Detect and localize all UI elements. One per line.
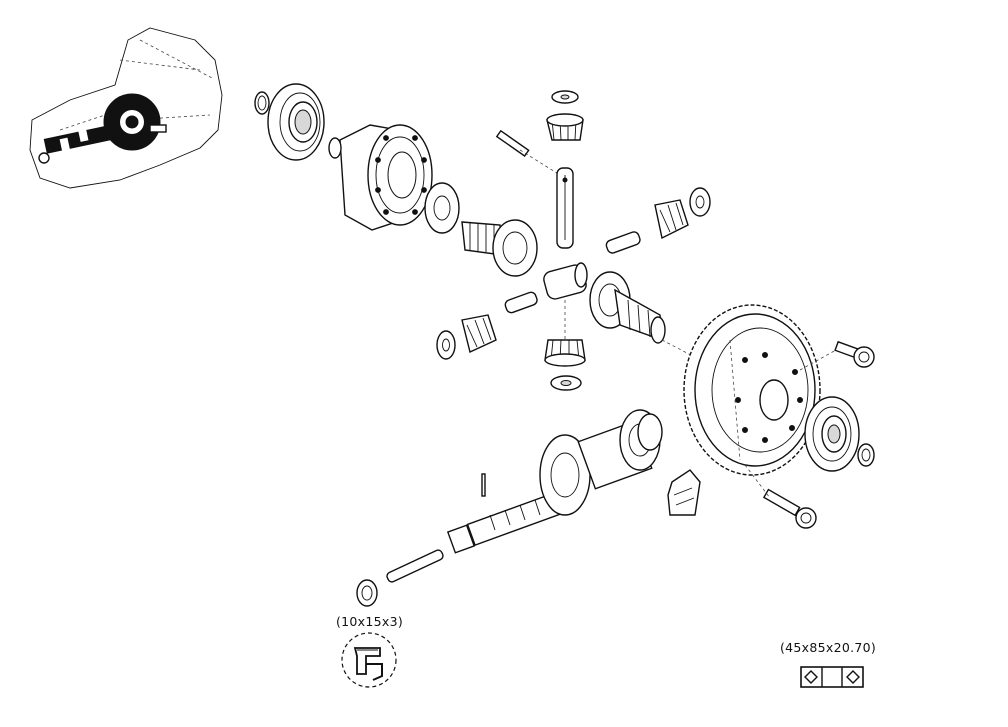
taper-bearing-icon [800,666,864,688]
spacer-block [543,262,588,300]
thrust-washer-left [424,182,460,234]
bearing-dimensions-label: (45x85x20.70) [780,640,877,655]
side-gear-left [461,219,538,277]
short-pin-right [605,231,641,254]
sealant-sachet [667,469,701,516]
crown-wheel-bolt-upper [834,340,875,368]
taper-roller-bearing-left [267,83,325,161]
long-dowel-pin [386,549,444,583]
pinion-cross-shaft [556,167,574,249]
crown-wheel [683,304,821,476]
differential-carrier [328,124,433,231]
planet-pinion-upper [546,90,584,141]
side-gear-right [589,271,666,344]
shim-ring-small [254,91,270,115]
small-nut [356,579,378,607]
main-shaft-assembly [446,409,663,554]
planet-pinion-lower [544,339,586,391]
lip-seal-icon [341,632,397,688]
crown-wheel-bolt-lower [762,488,817,529]
planet-pinion-right [654,187,711,240]
shim-ring-right [857,443,875,467]
roll-pin-upper [495,129,530,158]
seal-dimensions-label: (10x15x3) [336,614,404,629]
planet-pinion-left [436,314,497,360]
gearbox-locator-inset [29,27,223,189]
short-pin-left [504,291,538,314]
taper-roller-bearing-right [804,396,860,472]
